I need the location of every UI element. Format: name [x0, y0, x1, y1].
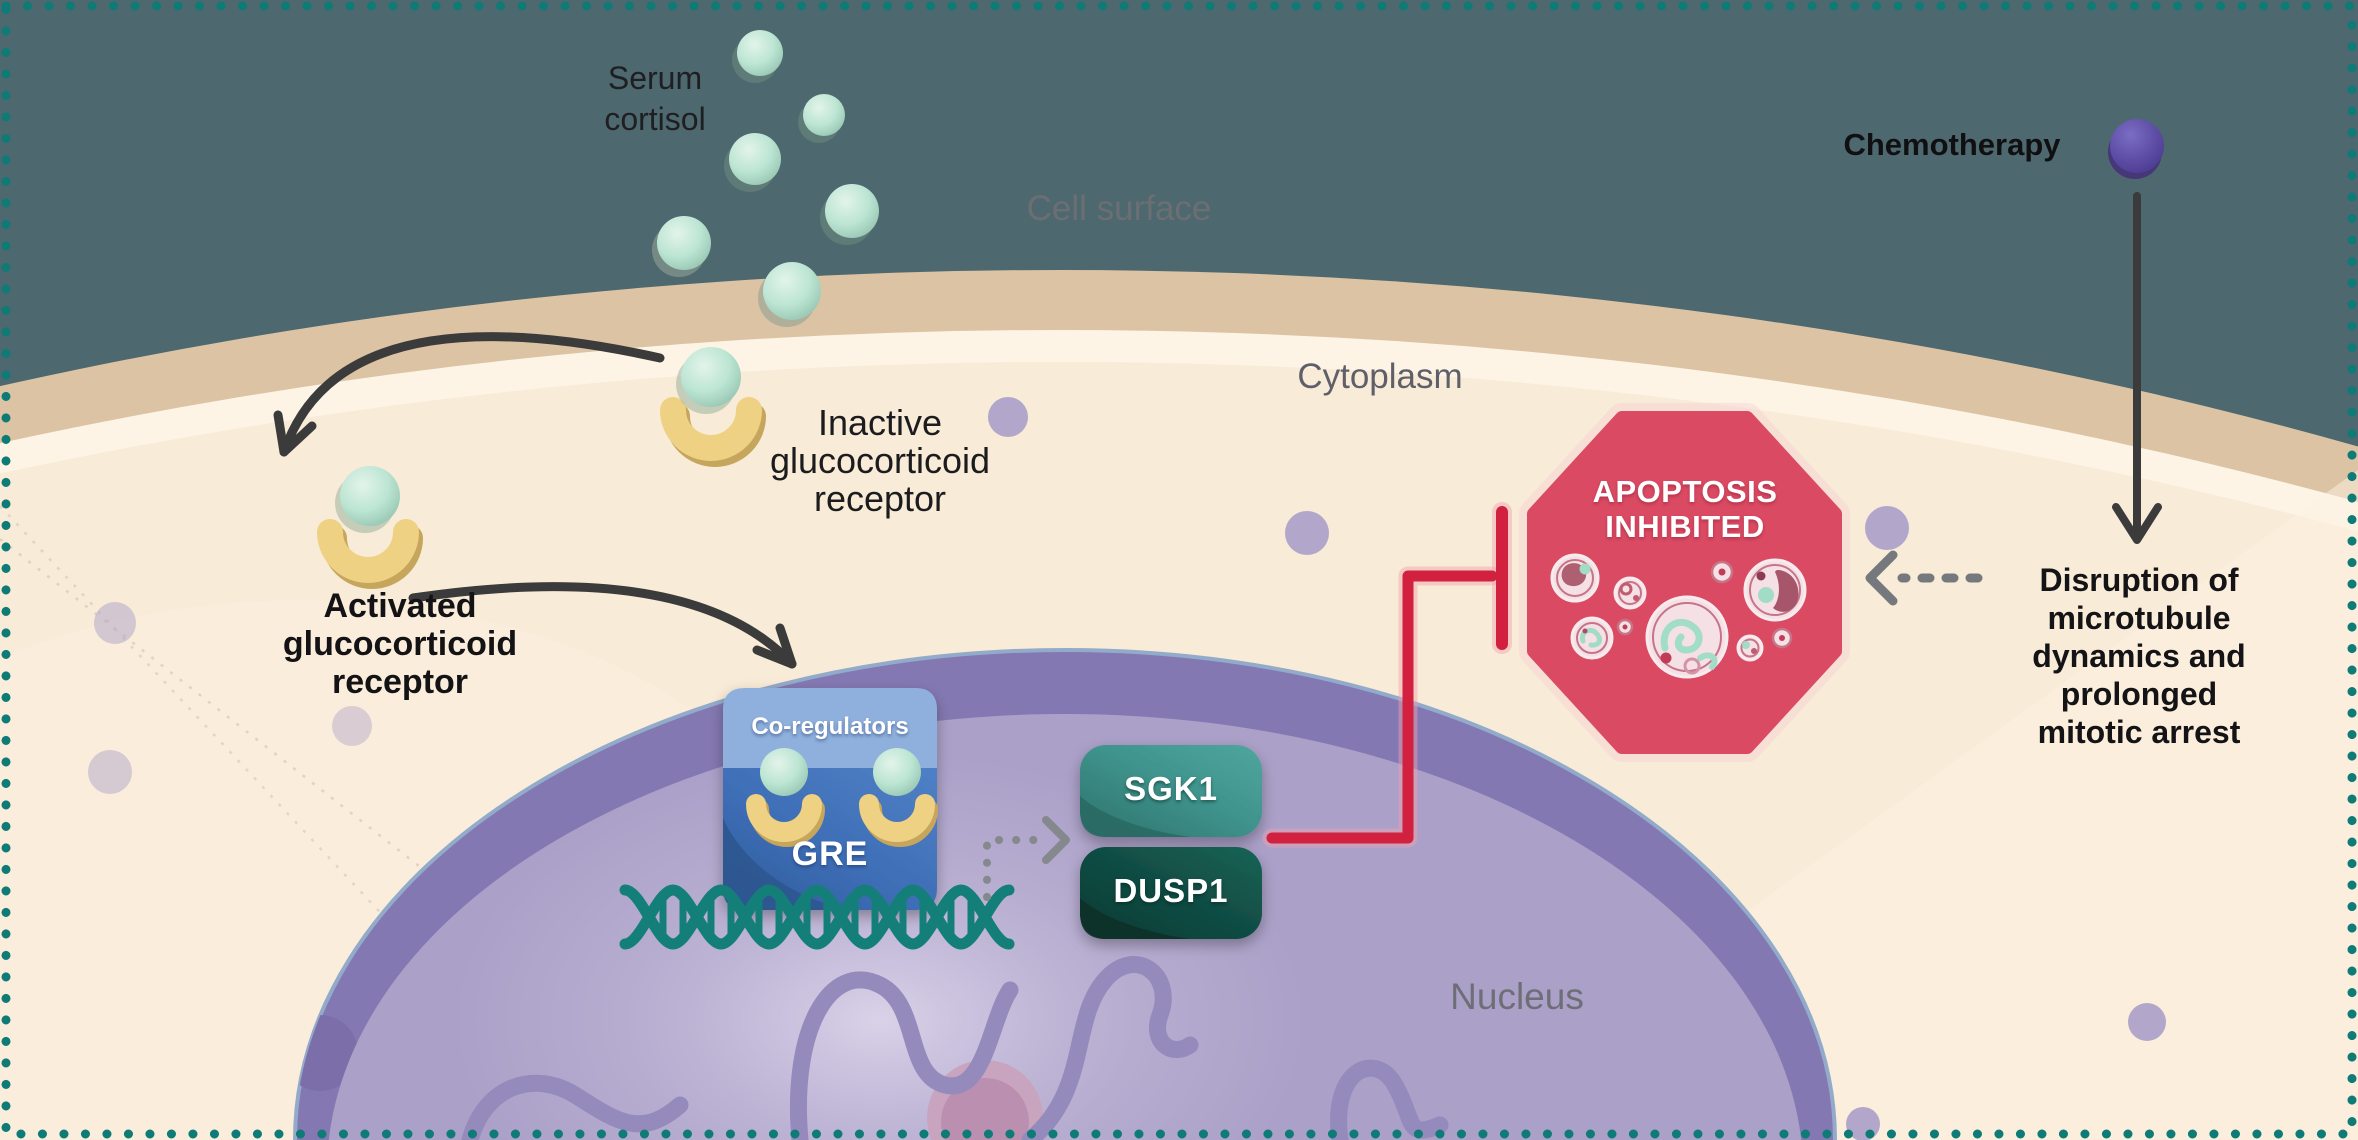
- chemotherapy-molecule-icon: [2108, 119, 2164, 179]
- co-regulators-label: Co-regulators: [751, 713, 909, 740]
- apoptotic-cells: [1550, 553, 1807, 679]
- apoptosis-line2: INHIBITED: [1605, 509, 1765, 544]
- receptor-in-gre-left: [746, 748, 825, 847]
- gre-complex-box: [723, 688, 938, 910]
- cytoplasm-label: Cytoplasm: [1297, 357, 1463, 396]
- sgk1-box: [1080, 745, 1262, 837]
- activation-arrow: [273, 332, 665, 457]
- cytoplasm-vesicles: [88, 397, 2166, 1140]
- disruption-label: Disruption of microtubule dynamics and p…: [2032, 562, 2246, 750]
- disruption-dashed-arrow: [1865, 550, 1983, 606]
- sgk1-label: SGK1: [1124, 770, 1218, 807]
- apoptosis-line1: APOPTOSIS: [1592, 474, 1778, 509]
- apoptosis-octagon: [1519, 403, 1850, 762]
- activated-receptor-icon: [317, 466, 423, 589]
- transcription-dotted-arrow: [983, 816, 1070, 901]
- chemotherapy-label: Chemotherapy: [1843, 127, 2061, 162]
- gre-label: GRE: [791, 835, 869, 873]
- chromatin-strands: [461, 956, 1449, 1140]
- nucleus-shape: [293, 648, 1837, 1140]
- dusp1-label: DUSP1: [1113, 872, 1229, 909]
- cortisol-molecules: [652, 30, 879, 327]
- apoptosis-inhibited-label: APOPTOSIS INHIBITED: [1560, 474, 1810, 544]
- inactive-receptor-label: Inactive glucocorticoid receptor: [769, 402, 991, 519]
- receptor-in-gre-right: [859, 748, 938, 847]
- translocation-arrow: [408, 582, 797, 669]
- nucleus-label: Nucleus: [1450, 976, 1584, 1017]
- chemotherapy-arrow: [2112, 192, 2162, 544]
- serum-cortisol-label: Serum cortisol: [604, 60, 706, 137]
- dna-helix-icon: [619, 884, 1015, 950]
- dusp1-box: [1080, 847, 1262, 939]
- activated-receptor-label: Activated glucocorticoid receptor: [282, 587, 518, 701]
- inactive-receptor-icon: [660, 347, 766, 467]
- cell-surface-label: Cell surface: [1026, 189, 1212, 228]
- inhibition-tbar-icon: [1262, 502, 1512, 848]
